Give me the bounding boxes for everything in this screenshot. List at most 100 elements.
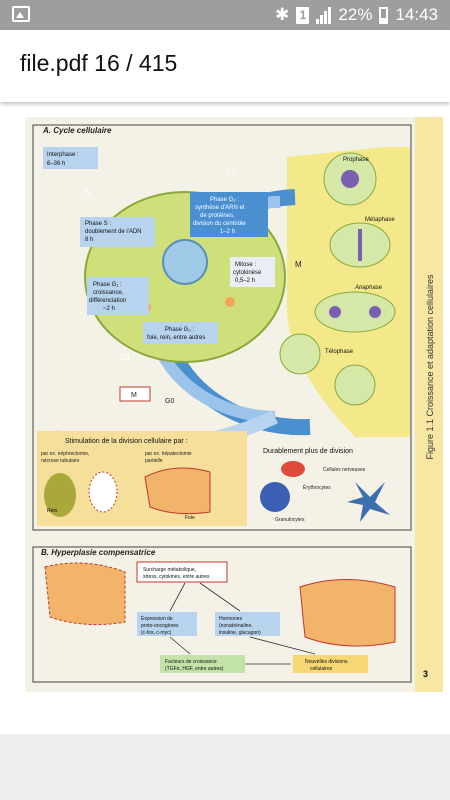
arrow: [169, 636, 191, 655]
prophase-chromosomes: [341, 170, 359, 188]
hormones-1: Hormones: [219, 616, 243, 622]
durablement-label: Durablement plus de division: [263, 448, 353, 455]
mitose-title: Mitose :: [235, 262, 256, 268]
mitose-duration: 0,5–2 h: [235, 278, 255, 284]
phase-s-desc: doublement de l'ADN: [85, 229, 142, 235]
app-bar: file.pdf 16 / 415: [0, 30, 450, 102]
signal-icon: [316, 6, 332, 24]
phase-g1-line1: croissance,: [93, 290, 124, 296]
phase-g1-title: Phase G₁ :: [93, 282, 122, 288]
battery-icon: [379, 6, 389, 24]
surcharge-2: stress, cytokines, entre autres: [143, 574, 210, 580]
erythrocytes-label: Érythrocytes: [303, 484, 331, 491]
anaphase-left: [329, 306, 341, 318]
label-g2: G2: [225, 168, 236, 177]
telophase-label: Télophase: [325, 349, 354, 355]
section-b-title: B. Hyperplasie compensatrice: [41, 548, 156, 557]
surcharge-1: Surcharge métabolique,: [143, 567, 196, 573]
telophase-cell-2: [334, 364, 376, 406]
phase-g0-title: Phase G₀ :: [165, 327, 195, 333]
expression-2: proto-oncogènes: [141, 623, 179, 629]
status-icons: ✱ 1 22% 14:43: [275, 0, 438, 30]
clock: 14:43: [395, 5, 438, 24]
nouvelles-1: Nouvelles divisions: [305, 659, 348, 665]
anaphase-label: Anaphase: [354, 285, 383, 291]
phase-g2-line2: de protéines,: [200, 213, 235, 219]
phase-g2-box: [190, 192, 268, 237]
hormones-box: [215, 612, 280, 636]
sim-icon: 1: [296, 6, 310, 24]
side-title: Figure 1.1 Croissance et adaptation cell…: [425, 274, 435, 460]
anaphase-cell: [314, 291, 396, 333]
interphase-duration: 6–36 h: [47, 161, 65, 167]
label-g0: G0: [165, 398, 174, 405]
surcharge-box: [136, 561, 228, 583]
organelle: [225, 297, 235, 307]
liver-before: [44, 562, 126, 626]
phase-s-duration: 8 h: [85, 237, 93, 243]
phase-g0-box: [143, 322, 218, 344]
bottom-area: [0, 734, 450, 800]
granulocytes-label: Granulocytes: [275, 517, 305, 523]
phase-g2-line1: synthèse d'ARN et: [195, 205, 245, 211]
expression-3: (c-fos, c-myc): [141, 630, 172, 636]
liver-icon: [144, 467, 211, 515]
cellules-nerveuses-label: Cellules nerveuses: [323, 467, 366, 473]
interphase-label: Interphase :: [47, 152, 79, 158]
phase-g1-duration: ~2 h: [103, 306, 115, 312]
phase-g2-line3: division du centriole: [193, 221, 246, 227]
stim-right-1: par ex. hépatectomie: [145, 451, 192, 457]
hormones-2: (noradrénaline,: [219, 623, 253, 629]
metaphase-label: Métaphase: [365, 217, 395, 223]
nucleus: [162, 239, 208, 285]
stim-left-2: nécrose tubulaire: [41, 458, 80, 464]
expression-1: Expression de: [141, 616, 173, 622]
telophase-cell-1: [279, 333, 321, 375]
document-title: file.pdf 16 / 415: [20, 50, 178, 76]
mitose-box: [230, 257, 275, 287]
interphase-box: [43, 147, 98, 169]
section-a-title: A. Cycle cellulaire: [42, 126, 112, 135]
granulocyte-icon: [260, 482, 290, 512]
nouvelles-2: cellulaires: [310, 666, 333, 672]
arrow: [199, 582, 241, 612]
stimulation-title: Stimulation de la division cellulaire pa…: [65, 438, 188, 445]
section-b-frame: [32, 546, 412, 683]
side-strip: [415, 117, 443, 692]
gallery-icon: [12, 6, 30, 22]
label-s: S: [85, 188, 90, 197]
expression-box: [137, 612, 197, 636]
arrow: [169, 582, 186, 612]
section-a-frame: [32, 124, 412, 531]
hormones-3: insuline, glucagon): [219, 630, 261, 636]
anaphase-right: [369, 306, 381, 318]
phase-g2-duration: 1–2 h: [220, 229, 235, 235]
metaphase-chromosomes: [358, 229, 362, 261]
label-m: M: [295, 260, 302, 269]
status-bar: ✱ 1 22% 14:43: [0, 0, 450, 30]
rein-label: Rein: [47, 508, 58, 514]
stim-left-1: par ex. néphrectomie,: [41, 451, 89, 457]
stimulation-panel: [37, 431, 247, 526]
battery-percent: 22%: [338, 5, 373, 24]
pdf-page[interactable]: Figure 1.1 Croissance et adaptation cell…: [25, 117, 443, 692]
kidney-icon: [44, 473, 76, 517]
phase-s-box: [80, 217, 155, 247]
page-number: 3: [423, 669, 428, 679]
label-g1: G1: [120, 353, 131, 362]
stim-right-2: partielle: [145, 458, 163, 464]
foie-label: Foie: [185, 515, 195, 521]
facteurs-2: (TGFα, HGF, entre autres): [165, 666, 224, 672]
facteurs-box: [160, 655, 245, 673]
page-illustration: Figure 1.1 Croissance et adaptation cell…: [32, 117, 443, 692]
nouvelles-box: [293, 655, 368, 673]
neuron-icon: [347, 482, 390, 522]
phase-g0-desc: foie, rein, entre autres: [147, 335, 205, 341]
bluetooth-icon: ✱: [275, 5, 290, 24]
m-box: [119, 386, 151, 402]
phase-g2-title: Phase G₂ :: [210, 197, 239, 203]
facteurs-1: Facteurs de croissance: [165, 659, 217, 665]
kidney-outline: [88, 471, 118, 513]
erythrocyte-icon: [281, 461, 305, 477]
mitose-desc: cytokinèse: [233, 270, 262, 276]
